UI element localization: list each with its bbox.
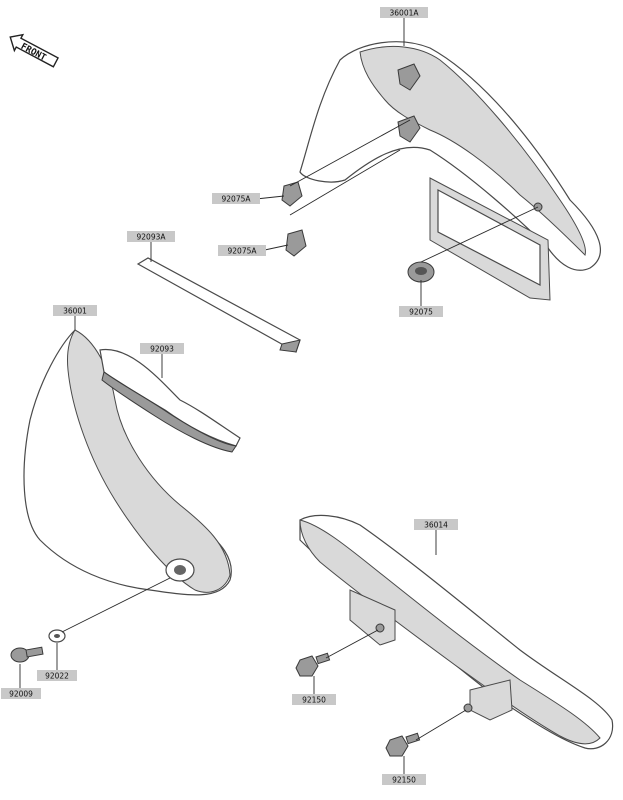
- label-text: 92075: [409, 308, 433, 317]
- grommet: [407, 261, 435, 283]
- label-92093A: 92093A: [127, 231, 175, 242]
- label-text: 92093: [150, 345, 174, 354]
- label-text: 92093A: [137, 233, 167, 242]
- bolt-left: [10, 646, 44, 663]
- label-92075A-upper: 92075A: [212, 193, 260, 204]
- label-text: 92009: [9, 690, 33, 699]
- side-cover-left: [23, 329, 232, 596]
- label-92093: 92093: [140, 343, 184, 354]
- label-36001A: 36001A: [380, 7, 428, 18]
- label-92150-lower: 92150: [382, 774, 426, 785]
- label-36001: 36001: [53, 305, 97, 316]
- clip-lower: [285, 229, 307, 257]
- label-92022: 92022: [37, 670, 77, 681]
- label-text: 92150: [302, 696, 326, 705]
- label-92075: 92075: [399, 306, 443, 317]
- label-92075A-lower: 92075A: [218, 245, 266, 256]
- side-cover-upper-right: [299, 41, 601, 301]
- label-92009: 92009: [1, 688, 41, 699]
- strip-upper: [136, 257, 301, 353]
- strip-lower: [99, 348, 241, 453]
- label-text: 92022: [45, 672, 69, 681]
- bolt-right-lower: [385, 732, 421, 757]
- label-92150-upper: 92150: [292, 694, 336, 705]
- washer: [48, 629, 66, 643]
- bolt-right-upper: [295, 652, 331, 677]
- label-text: 92075A: [222, 195, 252, 204]
- label-36014: 36014: [414, 519, 458, 530]
- label-text: 36014: [424, 521, 448, 530]
- label-text: 92150: [392, 776, 416, 785]
- clip-upper: [281, 181, 303, 207]
- front-arrow-icon: FRONT: [9, 33, 59, 68]
- label-text: 36001: [63, 307, 87, 316]
- label-text: 92075A: [228, 247, 258, 256]
- label-text: 36001A: [390, 9, 420, 18]
- side-cover-lower-right: [299, 514, 614, 750]
